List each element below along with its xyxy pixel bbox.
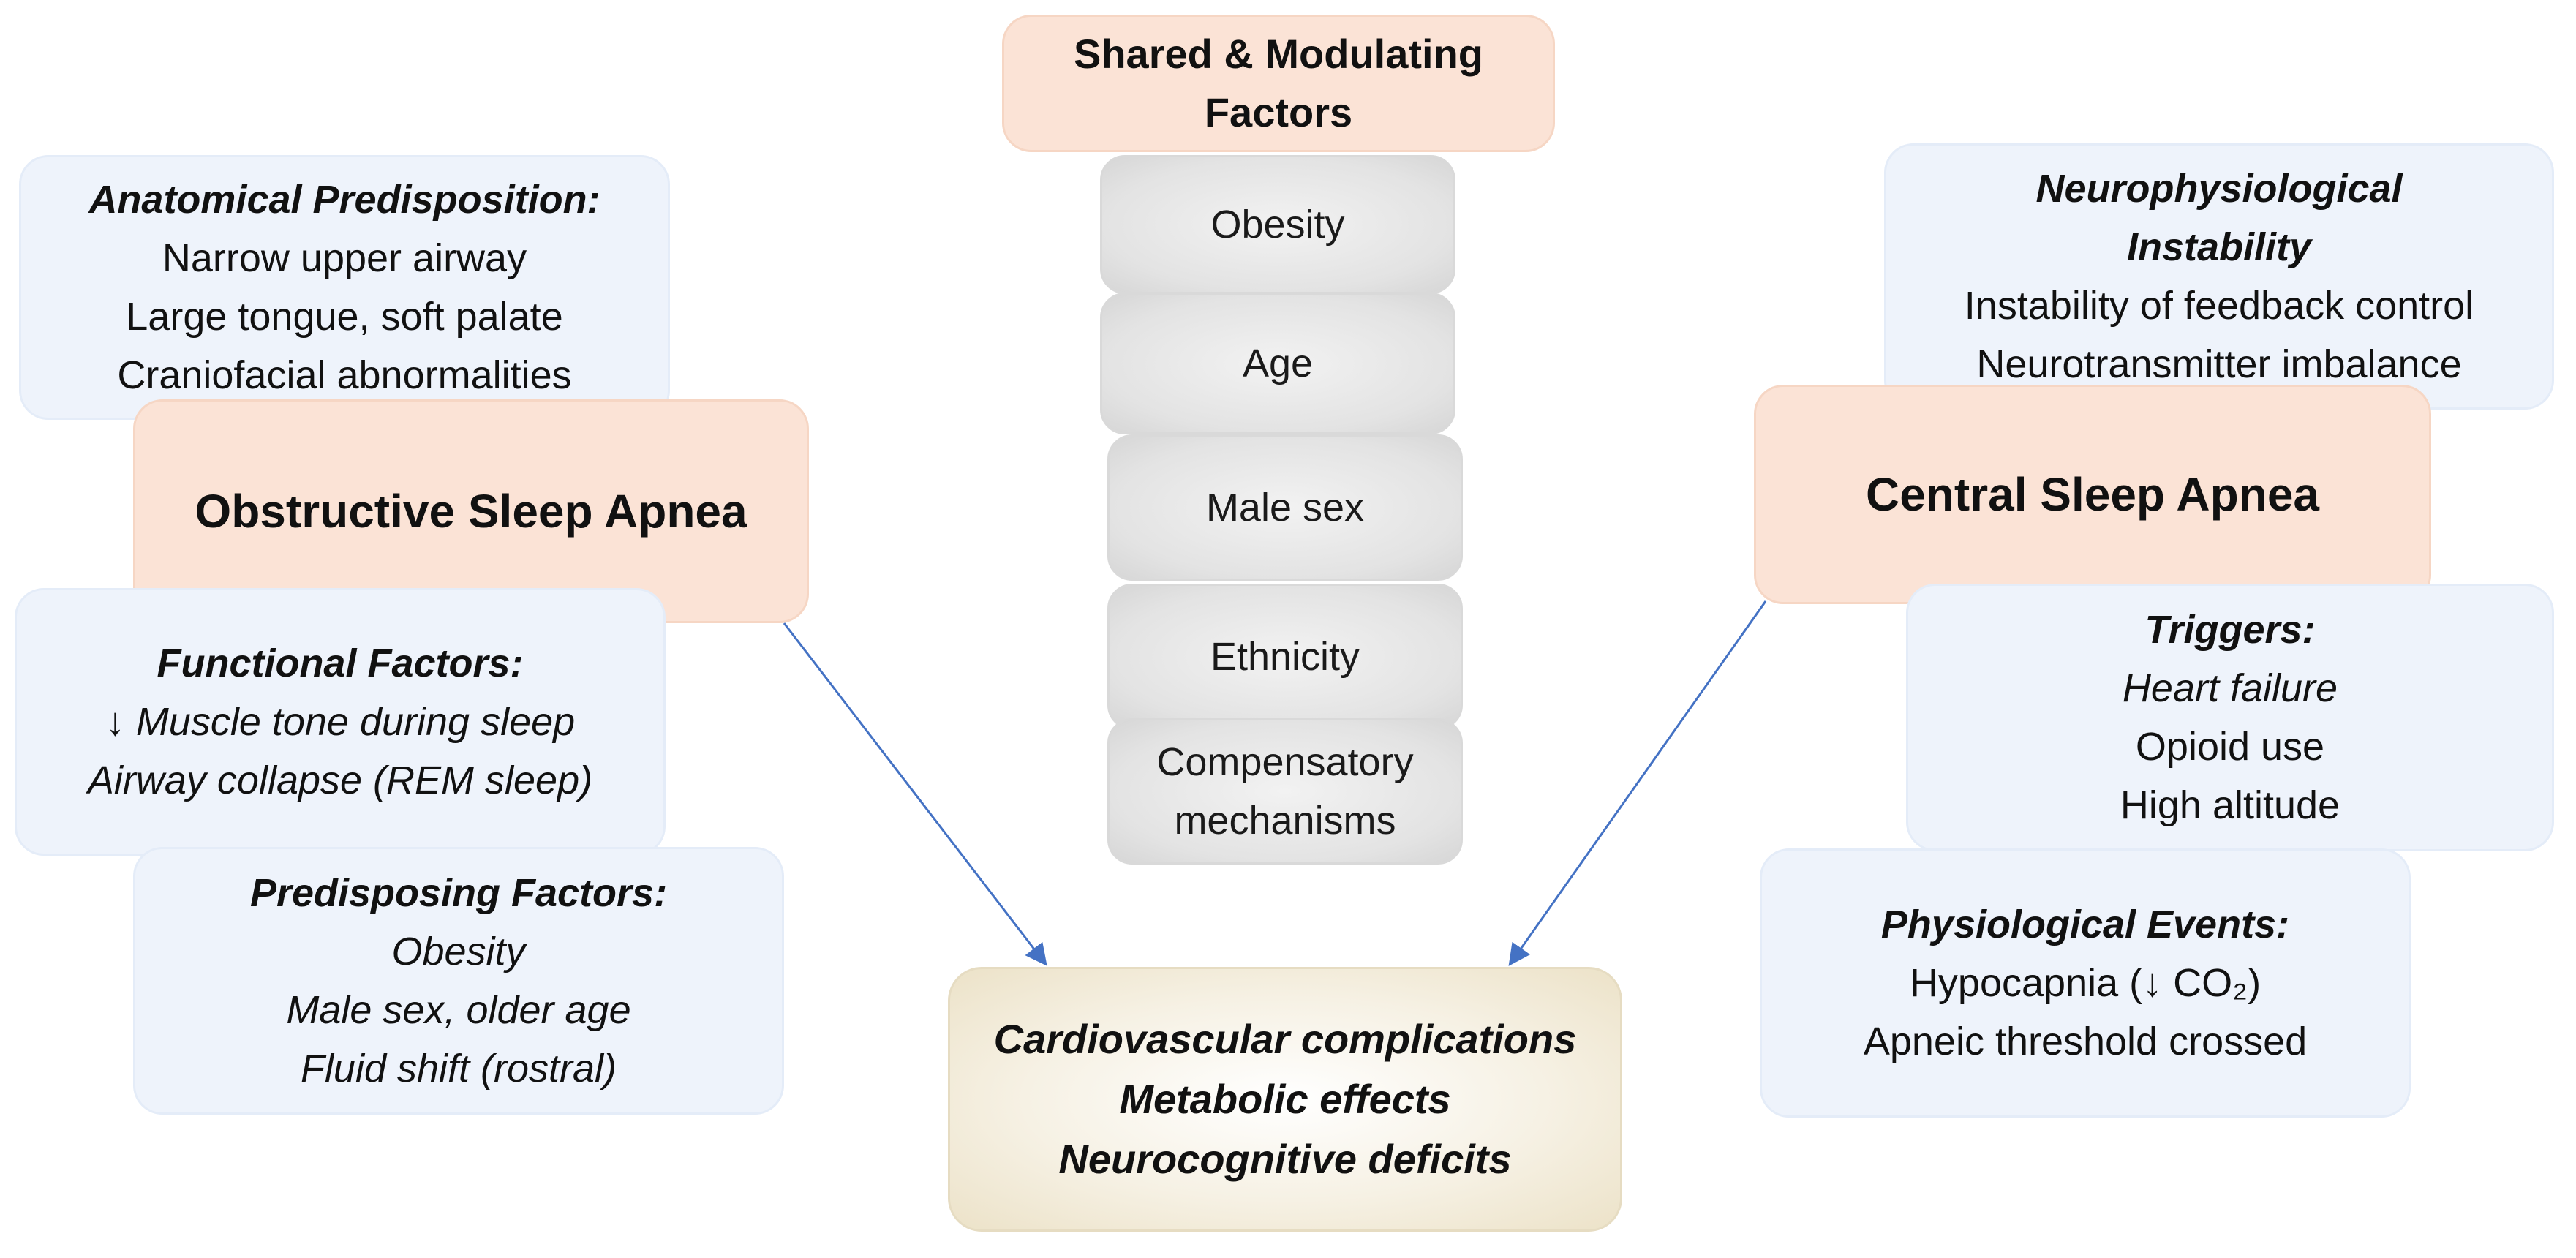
- outcome-item: Cardiovascular complications: [993, 1016, 1577, 1062]
- outcome-item: Neurocognitive deficits: [1058, 1136, 1512, 1182]
- csa-neuro-item: Instability of feedback control: [1964, 284, 2474, 328]
- osa-functional-item: ↓ Muscle tone during sleep: [105, 700, 576, 744]
- osa-functional-box: Functional Factors: ↓ Muscle tone during…: [15, 588, 666, 856]
- shared-header-line: Shared & Modulating: [1074, 31, 1483, 77]
- csa-neuro-item: Neurotransmitter imbalance: [1976, 342, 2462, 386]
- shared-factor-male-sex: Male sex: [1107, 434, 1463, 581]
- arrow-csa-to-outcomes: [1508, 600, 1767, 966]
- shared-header-line: Factors: [1204, 89, 1353, 135]
- csa-triggers-heading: Triggers:: [2144, 608, 2316, 652]
- osa-anatomical-heading: Anatomical Predisposition:: [88, 178, 600, 222]
- csa-triggers-item: Opioid use: [2135, 725, 2325, 769]
- shared-factor-compensatory: Compensatory mechanisms: [1107, 718, 1463, 865]
- shared-factor-label: Obesity: [1210, 203, 1345, 246]
- csa-title: Central Sleep Apnea: [1865, 468, 2320, 521]
- shared-factor-label: Male sex: [1205, 486, 1365, 530]
- shared-factor-label: Age: [1242, 342, 1314, 385]
- csa-events-item: Apneic threshold crossed: [1863, 1020, 2308, 1063]
- arrow-osa-to-outcomes: [783, 622, 1047, 966]
- csa-triggers-box: Triggers: Heart failure Opioid use High …: [1906, 584, 2554, 851]
- osa-anatomical-item: Craniofacial abnormalities: [117, 353, 572, 397]
- osa-title: Obstructive Sleep Apnea: [195, 485, 747, 538]
- osa-anatomical-item: Large tongue, soft palate: [126, 295, 563, 339]
- shared-factor-label: mechanisms: [1174, 799, 1396, 843]
- csa-title-box: Central Sleep Apnea: [1754, 385, 2431, 604]
- csa-neuro-heading: Neurophysiological: [2035, 167, 2403, 211]
- csa-triggers-item: High altitude: [2120, 783, 2340, 827]
- osa-predisposing-item: Obesity: [391, 930, 526, 973]
- osa-anatomical-box: Anatomical Predisposition: Narrow upper …: [19, 155, 670, 420]
- shared-factors-header: Shared & Modulating Factors: [1002, 15, 1555, 152]
- osa-predisposing-box: Predisposing Factors: Obesity Male sex, …: [133, 847, 784, 1115]
- osa-predisposing-heading: Predisposing Factors:: [249, 871, 668, 915]
- csa-neuro-box: Neurophysiological Instability Instabili…: [1884, 143, 2554, 410]
- shared-factor-label: Ethnicity: [1210, 635, 1360, 679]
- outcome-item: Metabolic effects: [1119, 1076, 1451, 1122]
- osa-anatomical-item: Narrow upper airway: [162, 236, 527, 280]
- shared-factor-obesity: Obesity: [1100, 155, 1455, 294]
- csa-events-box: Physiological Events: Hypocapnia (↓ CO₂)…: [1760, 848, 2411, 1118]
- osa-predisposing-item: Fluid shift (rostral): [300, 1047, 617, 1091]
- csa-neuro-heading: Instability: [2126, 225, 2312, 269]
- csa-triggers-item: Heart failure: [2122, 666, 2338, 710]
- csa-events-heading: Physiological Events:: [1880, 903, 2290, 946]
- shared-factor-label: Compensatory: [1156, 740, 1414, 784]
- shared-factor-age: Age: [1100, 293, 1455, 434]
- osa-predisposing-item: Male sex, older age: [286, 988, 631, 1032]
- osa-functional-item: Airway collapse (REM sleep): [87, 758, 593, 802]
- outcomes-box: Cardiovascular complications Metabolic e…: [948, 967, 1622, 1232]
- shared-factor-ethnicity: Ethnicity: [1107, 584, 1463, 730]
- csa-events-item: Hypocapnia (↓ CO₂): [1909, 961, 2261, 1005]
- osa-title-box: Obstructive Sleep Apnea: [133, 399, 809, 623]
- osa-functional-heading: Functional Factors:: [157, 641, 524, 685]
